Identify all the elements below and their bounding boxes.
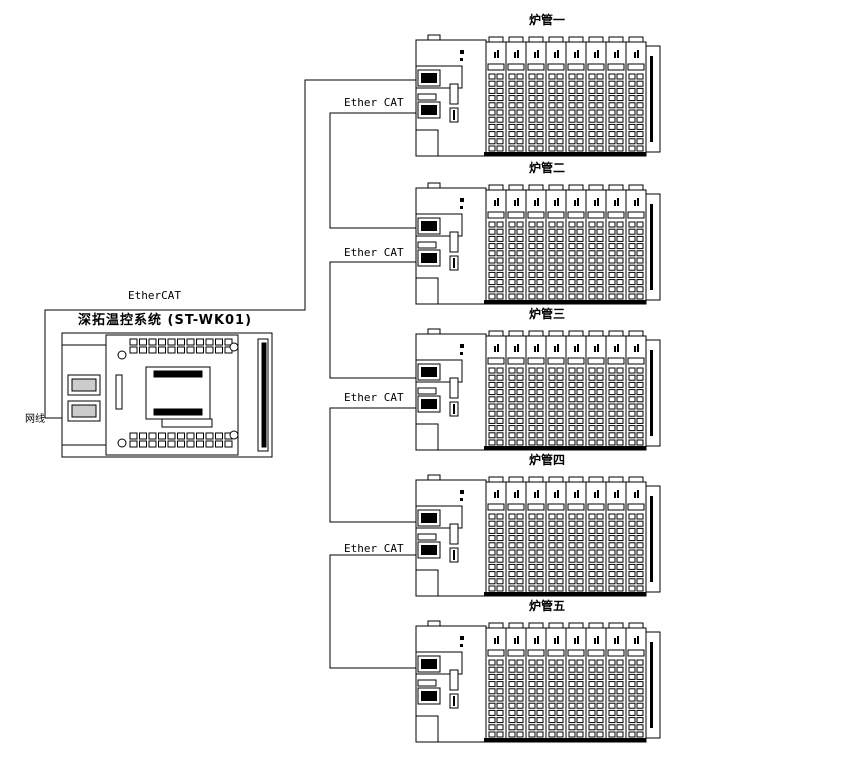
controller-title: 深拓温控系统 (ST-WK01): [78, 312, 252, 328]
controller-terminals-top: [129, 338, 233, 354]
wire-station-2-to-3: [329, 261, 416, 379]
link-label-1: Ether CAT: [344, 96, 404, 109]
link-label-3: Ether CAT: [344, 391, 404, 404]
ethercat-out-port: [421, 399, 437, 409]
network-cable-label: 网线: [25, 412, 45, 425]
io-modules: [485, 476, 647, 597]
ethercat-in-port: [421, 367, 437, 377]
ethercat-out-port: [421, 105, 437, 115]
ethercat-in-port: [421, 73, 437, 83]
ethercat-out-port: [421, 545, 437, 555]
controller-device: [61, 332, 273, 458]
ethercat-in-port: [421, 659, 437, 669]
station-title: 炉管三: [529, 306, 565, 321]
station-1: 炉管一: [415, 12, 661, 157]
io-modules: [485, 36, 647, 157]
station-5: 炉管五: [415, 598, 661, 743]
station-title: 炉管一: [529, 12, 565, 27]
wire-station-3-to-4: [329, 407, 416, 523]
wire-controller-to-station-1: [44, 79, 416, 418]
station-4: 炉管四: [415, 452, 661, 597]
io-modules: [485, 622, 647, 743]
station-2: 炉管二: [415, 160, 661, 305]
link-label-2: Ether CAT: [344, 246, 404, 259]
station-title: 炉管二: [529, 160, 565, 175]
link-label-4: Ether CAT: [344, 542, 404, 555]
controller-bus-label: EtherCAT: [128, 289, 181, 302]
wire-station-1-to-2: [329, 112, 416, 229]
io-modules: [485, 184, 647, 305]
station-title: 炉管五: [529, 598, 565, 613]
ethercat-in-port: [421, 513, 437, 523]
ethercat-out-port: [421, 253, 437, 263]
station-3: 炉管三: [415, 306, 661, 451]
io-modules: [485, 330, 647, 451]
wire-station-4-to-5: [329, 554, 416, 669]
connection-wires: [44, 79, 416, 669]
ethercat-in-port: [421, 221, 437, 231]
controller-terminals-bottom: [129, 432, 233, 448]
station-title: 炉管四: [529, 452, 565, 467]
ethercat-out-port: [421, 691, 437, 701]
